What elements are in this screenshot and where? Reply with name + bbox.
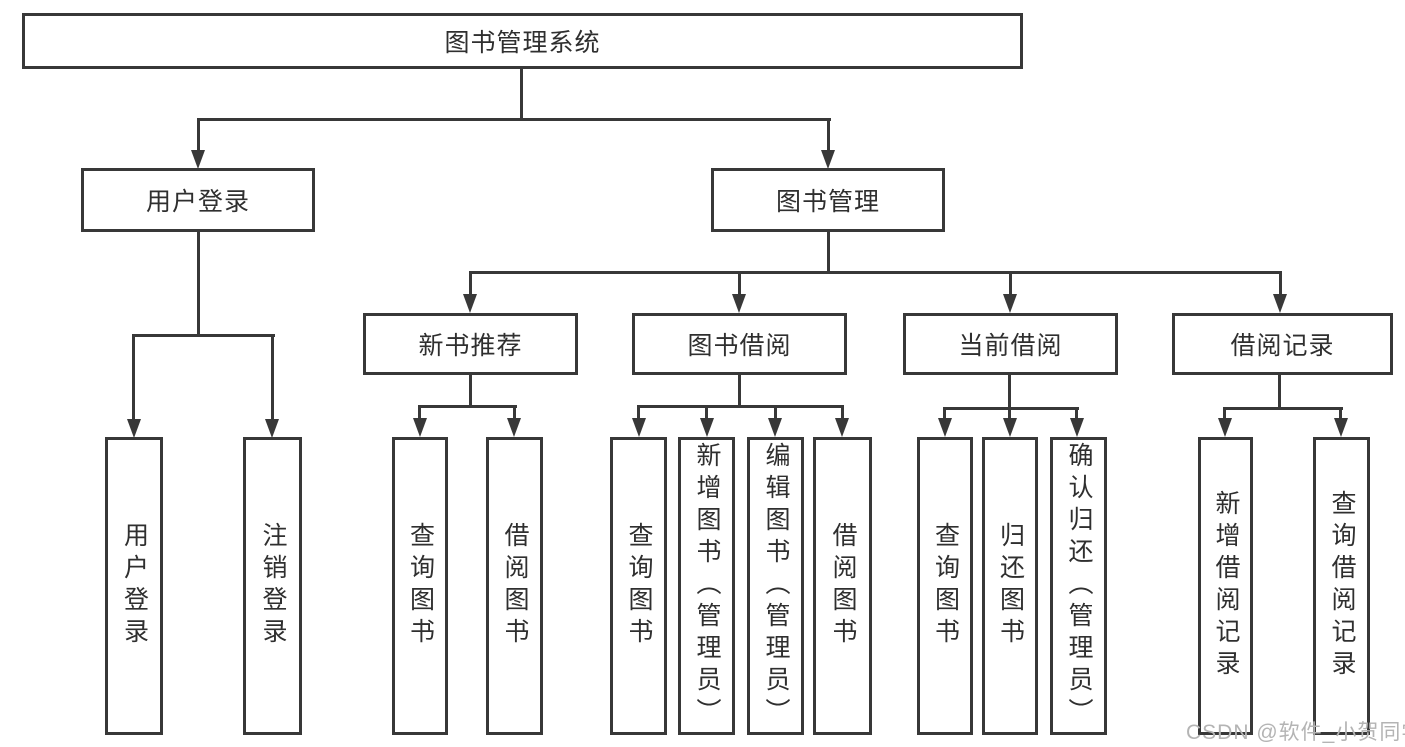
leaf-borrow-borrow: 借阅图书 (813, 437, 872, 735)
leaf-borrow-edit: 编辑图书（管理员） (747, 437, 804, 735)
node-book-borrow: 图书借阅 (632, 313, 847, 375)
leaf-records-query-label: 查询借阅记录 (1328, 490, 1356, 682)
arrowhead-down-icon (1003, 418, 1017, 437)
arrowhead-down-icon (191, 150, 205, 169)
leaf-current-return: 归还图书 (982, 437, 1038, 735)
connector-line (827, 231, 830, 273)
leaf-current-query: 查询图书 (917, 437, 973, 735)
connector-line (1008, 407, 1011, 419)
arrowhead-down-icon (127, 419, 141, 438)
leaf-logout-label: 注销登录 (259, 522, 287, 650)
arrowhead-down-icon (835, 418, 849, 437)
arrowhead-down-icon (632, 418, 646, 437)
leaf-logout: 注销登录 (243, 437, 302, 735)
connector-line (637, 405, 640, 419)
arrowhead-down-icon (463, 294, 477, 313)
connector-line (197, 118, 200, 152)
connector-line (841, 405, 844, 419)
arrowhead-down-icon (1334, 418, 1348, 437)
connector-line (197, 231, 200, 337)
connector-line (943, 407, 1079, 410)
leaf-borrow-query: 查询图书 (610, 437, 667, 735)
arrowhead-down-icon (732, 294, 746, 313)
leaf-records-add: 新增借阅记录 (1198, 437, 1253, 735)
connector-line (943, 407, 946, 419)
leaf-records-add-label: 新增借阅记录 (1212, 490, 1240, 682)
arrowhead-down-icon (768, 418, 782, 437)
node-user-login-label: 用户登录 (145, 188, 250, 216)
arrowhead-down-icon (1218, 418, 1232, 437)
connector-line (1075, 407, 1078, 419)
node-book-mgmt-label: 图书管理 (775, 188, 880, 216)
arrowhead-down-icon (265, 419, 279, 438)
arrowhead-down-icon (507, 418, 521, 437)
connector-line (1278, 374, 1281, 410)
connector-line (513, 405, 516, 419)
node-root-label: 图书管理系统 (444, 29, 601, 57)
connector-line (738, 374, 741, 407)
node-current-borrow-label: 当前借阅 (958, 332, 1063, 360)
connector-line (1009, 271, 1012, 297)
arrowhead-down-icon (413, 418, 427, 437)
node-current-borrow: 当前借阅 (903, 313, 1118, 375)
connector-line (469, 271, 472, 297)
connector-line (520, 68, 523, 120)
leaf-current-return-label: 归还图书 (996, 522, 1025, 650)
leaf-borrow-edit-label: 编辑图书（管理员） (762, 442, 790, 730)
node-book-borrow-label: 图书借阅 (687, 332, 792, 360)
leaf-newbooks-query-label: 查询图书 (406, 522, 435, 650)
leaf-user-login-label: 用户登录 (120, 522, 149, 650)
node-root: 图书管理系统 (22, 13, 1023, 69)
connector-line (132, 334, 275, 337)
node-borrow-records-label: 借阅记录 (1230, 332, 1335, 360)
connector-line (705, 405, 708, 419)
leaf-borrow-borrow-label: 借阅图书 (829, 522, 857, 650)
connector-line (637, 405, 844, 408)
leaf-current-query-label: 查询图书 (931, 522, 960, 650)
connector-line (469, 271, 1282, 274)
leaf-borrow-add-label: 新增图书（管理员） (693, 442, 721, 730)
connector-line (827, 118, 830, 152)
connector-line (197, 118, 831, 121)
connector-line (1339, 407, 1342, 419)
connector-line (1223, 407, 1226, 419)
connector-line (271, 334, 274, 420)
leaf-newbooks-borrow-label: 借阅图书 (501, 522, 529, 650)
connector-line (738, 271, 741, 297)
connector-line (469, 374, 472, 407)
connector-line (418, 405, 421, 419)
node-book-mgmt: 图书管理 (711, 168, 945, 232)
leaf-borrow-add: 新增图书（管理员） (678, 437, 735, 735)
connector-line (1223, 407, 1343, 410)
connector-line (132, 334, 135, 420)
leaf-borrow-query-label: 查询图书 (625, 522, 653, 650)
arrowhead-down-icon (938, 418, 952, 437)
leaf-newbooks-borrow: 借阅图书 (486, 437, 543, 735)
arrowhead-down-icon (700, 418, 714, 437)
connector-line (774, 405, 777, 419)
connector-line (1279, 271, 1282, 297)
leaf-records-query: 查询借阅记录 (1313, 437, 1370, 735)
arrowhead-down-icon (821, 150, 835, 169)
leaf-newbooks-query: 查询图书 (392, 437, 448, 735)
leaf-current-confirm-label: 确认归还（管理员） (1065, 442, 1093, 730)
arrowhead-down-icon (1003, 294, 1017, 313)
node-borrow-records: 借阅记录 (1172, 313, 1393, 375)
arrowhead-down-icon (1273, 294, 1287, 313)
arrowhead-down-icon (1070, 418, 1084, 437)
connector-line (418, 405, 517, 408)
leaf-current-confirm: 确认归还（管理员） (1050, 437, 1107, 735)
node-user-login: 用户登录 (81, 168, 315, 232)
node-new-books: 新书推荐 (363, 313, 578, 375)
node-new-books-label: 新书推荐 (418, 332, 523, 360)
connector-line (1008, 374, 1011, 410)
leaf-user-login: 用户登录 (105, 437, 163, 735)
